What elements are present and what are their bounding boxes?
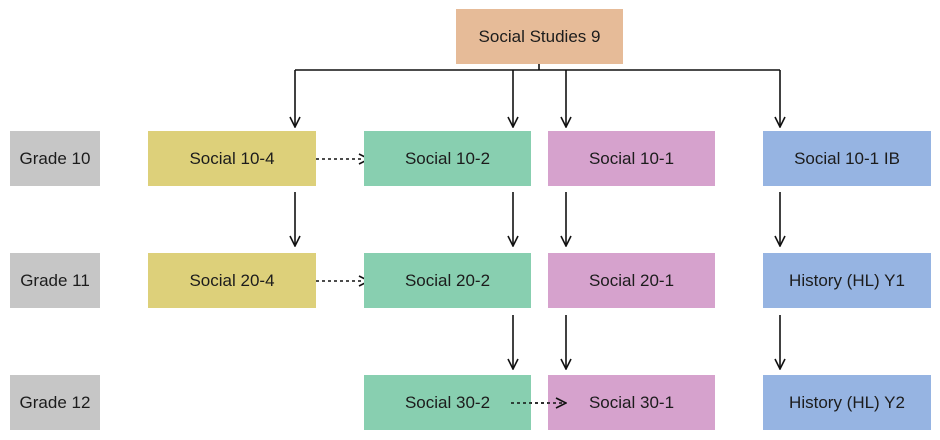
grade-label-text: Grade 11 [20,270,90,290]
grade-label-text: Grade 12 [19,392,91,412]
grade-label-11: Grade 11 [10,253,100,308]
node-social-10-2: Social 10-2 [364,131,531,186]
node-label: Social 30-1 [588,392,675,412]
node-history-hl-y1: History (HL) Y1 [763,253,931,308]
grade-label-text: Grade 10 [19,148,91,168]
node-social-10-4: Social 10-4 [148,131,316,186]
node-label: Social 20-2 [404,270,491,290]
node-label: Social 30-2 [404,392,491,412]
node-label: Social 20-4 [189,270,275,290]
node-social-studies-9: Social Studies 9 [456,9,623,64]
node-label: Social 10-1 [588,148,675,168]
node-label: Social 10-1 IB [794,148,900,168]
node-label: Social Studies 9 [478,26,601,46]
node-label: History (HL) Y2 [789,392,905,412]
node-label: Social 10-2 [404,148,491,168]
node-social-30-2: Social 30-2 [364,375,531,430]
node-label: Social 20-1 [588,270,675,290]
grade-label-12: Grade 12 [10,375,100,430]
node-label: History (HL) Y1 [789,270,905,290]
node-label: Social 10-4 [189,148,275,168]
node-social-10-1-ib: Social 10-1 IB [763,131,931,186]
node-social-20-1: Social 20-1 [548,253,715,308]
node-social-10-1: Social 10-1 [548,131,715,186]
node-social-30-1: Social 30-1 [548,375,715,430]
node-social-20-4: Social 20-4 [148,253,316,308]
node-history-hl-y2: History (HL) Y2 [763,375,931,430]
grade-label-10: Grade 10 [10,131,100,186]
node-social-20-2: Social 20-2 [364,253,531,308]
